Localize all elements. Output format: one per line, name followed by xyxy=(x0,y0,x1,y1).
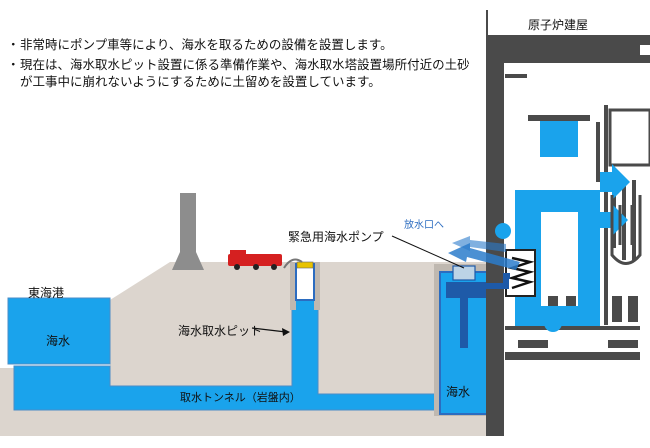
reactor-building xyxy=(486,10,650,436)
pit-label-arrowhead xyxy=(282,328,290,336)
emergency-pump-label: 緊急用海水ポンプ xyxy=(288,230,384,244)
harbor-water xyxy=(7,297,111,365)
description-bullet: 現在は、海水取水ピット設置に係る準備作業や、海水取水塔設置場所付近の土砂が工事中… xyxy=(7,56,475,90)
pit-label-arrow xyxy=(251,327,287,333)
intake-tunnel-label: 取水トンネル（岩盤内） xyxy=(180,391,301,404)
emergency-pump-motor xyxy=(452,265,476,281)
harbor-label: 東海港 xyxy=(28,286,65,300)
description-bullet: 非常時にポンプ車等により、海水を取るための設備を設置します。 xyxy=(7,36,475,53)
intake-pit-water xyxy=(296,300,314,310)
pump-truck xyxy=(228,250,282,270)
stack xyxy=(172,193,204,270)
intake-pit-label: 海水取水ピット xyxy=(178,324,263,338)
pump-to-building-pipe xyxy=(486,273,510,289)
intake-pit-shaft xyxy=(295,263,315,301)
discharge-arrow xyxy=(448,236,520,270)
intake-pit-cover xyxy=(296,261,314,269)
emergency-pump-shaft xyxy=(460,298,468,348)
harbor-water-label: 海水 xyxy=(46,334,71,348)
truck-hose xyxy=(283,258,303,269)
pump-label-leader xyxy=(391,235,465,269)
reactor-vessel xyxy=(610,195,642,265)
heat-exchanger-coil xyxy=(507,256,535,290)
reactor-building-label: 原子炉建屋 xyxy=(528,18,589,32)
discharge-label: 放水口へ xyxy=(404,220,444,231)
description-list: 非常時にポンプ車等により、海水を取るための設備を設置します。 現在は、海水取水ピ… xyxy=(7,36,475,93)
intake-tower-water-label: 海水 xyxy=(446,385,471,399)
